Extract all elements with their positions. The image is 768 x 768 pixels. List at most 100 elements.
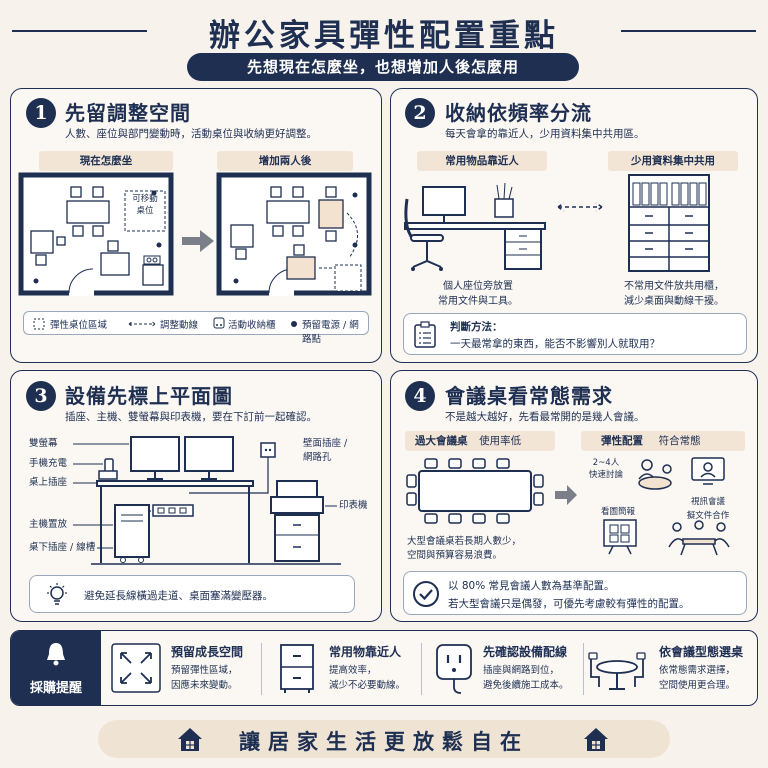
- tip-desc-line: 插座與網路到位，: [483, 665, 560, 676]
- video-meeting-label: 視訊會議 擬文件合作: [673, 495, 743, 523]
- label-phone-charge: 手機充電: [29, 458, 68, 469]
- quick-line: 2~4人: [592, 458, 620, 468]
- quick-discussion-label: 2~4人 快速討論: [589, 457, 623, 481]
- tip-desc-line: 提高效率，: [329, 665, 377, 676]
- label-dual-monitor: 雙螢幕: [29, 438, 58, 449]
- panel-desc: 插座、主機、雙螢幕與印表機，要在下訂前一起確認。: [65, 411, 317, 423]
- tip-desc-line: 預留彈性區域，: [171, 665, 238, 676]
- footer-slogan: 讓居家生活更放鬆自在: [239, 729, 529, 754]
- double-arrow-icon: [128, 320, 156, 328]
- tag-flexible-config: 彈性配置 符合常態: [581, 431, 745, 451]
- whiteboard-icon: [603, 519, 637, 555]
- panel-equipment: 3 設備先標上平面圖 插座、主機、雙螢幕與印表機，要在下訂前一起確認。: [10, 370, 382, 622]
- check-line-2: 若大型會議只是偶發，可優先考慮較有彈性的配置。: [448, 598, 690, 610]
- tag-near-person: 常用物品靠近人: [417, 151, 547, 171]
- video-line: 擬文件合作: [686, 511, 730, 521]
- power-outlet-icon: [436, 644, 472, 694]
- divider: [421, 643, 422, 695]
- footer-banner: 讓居家生活更放鬆自在: [98, 720, 670, 758]
- tip-items-near: 常用物靠近人 提高效率， 減少不必要動線。: [273, 639, 423, 699]
- divider: [583, 643, 584, 695]
- drawer-cabinet-icon: [280, 644, 314, 693]
- video-line: 視訊會議: [690, 497, 725, 507]
- tip-desc-line: 依常態需求選擇，: [659, 665, 736, 676]
- video-call-icon: [691, 457, 725, 485]
- tip-desc: 依常態需求選擇， 空間使用更合理。: [659, 663, 735, 693]
- purchase-tips-bar: 採購提醒 預留成長空間 預留彈性區域， 因應未來變動。 常用物靠近人 提高效率，…: [10, 630, 758, 706]
- tip-title: 常用物靠近人: [329, 645, 402, 659]
- socket-box-icon: [143, 255, 161, 265]
- bell-icon: [47, 643, 65, 666]
- house-icon: [584, 728, 608, 751]
- big-meeting-table-illustration: [406, 458, 544, 524]
- tip-check-wiring: 先確認設備配線 插座與網路到位， 避免後續施工成本。: [431, 639, 591, 699]
- tip-title: 依會議型態選桌: [659, 645, 744, 659]
- presentation-label: 看圖簡報: [601, 507, 636, 517]
- tag-flex-note: 符合常態: [658, 435, 701, 447]
- share-caption-line: 減少桌面與動線干擾。: [624, 296, 724, 307]
- legend-flex-zone: 彈性桌位區域: [50, 320, 108, 331]
- tag-oversized-note: 使用率低: [479, 435, 522, 447]
- label-desk-socket: 桌上插座: [29, 477, 68, 488]
- tip-desc-line: 因應未來變動。: [171, 680, 238, 691]
- label-wall-socket: 壁面插座 / 網路孔: [303, 437, 347, 465]
- legend-cabinet: 活動收納櫃: [228, 320, 276, 331]
- dot-icon: [291, 321, 297, 327]
- panel-number: 3: [26, 381, 56, 411]
- near-caption-line: 個人座位旁放置: [443, 281, 513, 292]
- legend-path: 調整動線: [160, 320, 199, 331]
- expand-arrows-icon: [111, 643, 161, 693]
- share-caption: 不常用文件放共用櫃， 減少桌面與動線干擾。: [594, 279, 754, 309]
- tip-desc-line: 避免後續施工成本。: [483, 680, 569, 691]
- header-rule-left: [12, 30, 147, 32]
- quick-line: 快速討論: [589, 470, 624, 480]
- legend: 彈性桌位區域 調整動線 活動收納櫃 預留電源 / 網路點: [23, 311, 369, 345]
- house-icon: [178, 728, 202, 751]
- tips-label: 採購提醒: [29, 681, 82, 696]
- tag-now-seating: 現在怎麼坐: [39, 151, 173, 171]
- panel-title: 收納依頻率分流: [445, 101, 592, 125]
- panel-title: 先留調整空間: [65, 101, 191, 125]
- tip-desc: 提高效率， 減少不必要動線。: [329, 663, 405, 693]
- panel-desc: 人數、座位與部門變動時，活動桌位與收納更好調整。: [65, 128, 317, 140]
- panel-number: 4: [405, 381, 435, 411]
- equipment-tip-box: 避免延長線橫過走道、桌面塞滿變壓器。: [29, 575, 355, 613]
- panel-desc: 每天會拿的靠近人，少用資料集中共用區。: [445, 128, 645, 140]
- flex-config-area: 2~4人 快速討論 視訊會議 擬文件合作 看圖簡報: [581, 451, 745, 561]
- check-line-1: 以 80% 常見會議人數為基準配置。: [448, 580, 615, 592]
- lightbulb-icon: [47, 583, 67, 605]
- page-title: 辦公家具彈性配置重點: [209, 18, 559, 54]
- label-host: 主機置放: [29, 519, 68, 530]
- tip-desc-line: 空間使用更合理。: [659, 680, 736, 691]
- panel-number: 2: [405, 98, 435, 128]
- equipment-tip-text: 避免延長線橫過走道、桌面塞滿變壓器。: [84, 590, 273, 602]
- tag-shared-storage: 少用資料集中共用: [608, 151, 738, 171]
- clipboard-icon: [414, 321, 436, 348]
- judge-box: 判斷方法： 一天最常拿的東西，能否不影響別人就取用？: [403, 313, 747, 355]
- arrow-right-icon: [555, 485, 577, 505]
- share-caption-line: 不常用文件放共用櫃，: [624, 281, 724, 292]
- header-rule-right: [621, 30, 756, 32]
- small-round-table-icon: [638, 459, 672, 490]
- panel-meeting-table: 4 會議桌看常態需求 不是越大越好，先看最常開的是幾人會議。 過大會議桌 使用率…: [390, 370, 758, 622]
- tag-oversized-table: 過大會議桌 使用率低: [405, 431, 555, 451]
- tip-title: 預留成長空間: [171, 645, 244, 659]
- tip-desc-line: 減少不必要動線。: [329, 680, 406, 691]
- tip-choose-table: 依會議型態選桌 依常態需求選擇， 空間使用更合理。: [588, 639, 757, 699]
- near-caption: 個人座位旁放置 常用文件與工具。: [413, 279, 543, 309]
- label-under-desk: 桌下插座 / 線槽: [29, 542, 96, 553]
- big-table-caption-line: 空間與預算容易浪費。: [407, 550, 503, 561]
- storage-illustration: [404, 174, 710, 272]
- tips-label-box: 採購提醒: [11, 631, 101, 705]
- page-subtitle: 先想現在怎麼坐，也想增加人後怎麼用: [187, 53, 579, 81]
- judge-text: 一天最常拿的東西，能否不影響別人就取用？: [450, 338, 660, 350]
- meeting-table-icon: [588, 652, 646, 690]
- label-wall-socket-line: 壁面插座 /: [303, 438, 348, 449]
- check-circle-icon: [413, 581, 439, 607]
- header: 辦公家具彈性配置重點 先想現在怎麼坐，也想增加人後怎麼用: [0, 0, 768, 88]
- floorplan-illustration: [18, 172, 372, 296]
- movable-desk-label: 可移動桌位: [132, 194, 158, 216]
- label-printer: 印表機: [339, 500, 368, 511]
- equipment-illustration: [73, 436, 341, 565]
- panel-title: 設備先標上平面圖: [65, 384, 233, 408]
